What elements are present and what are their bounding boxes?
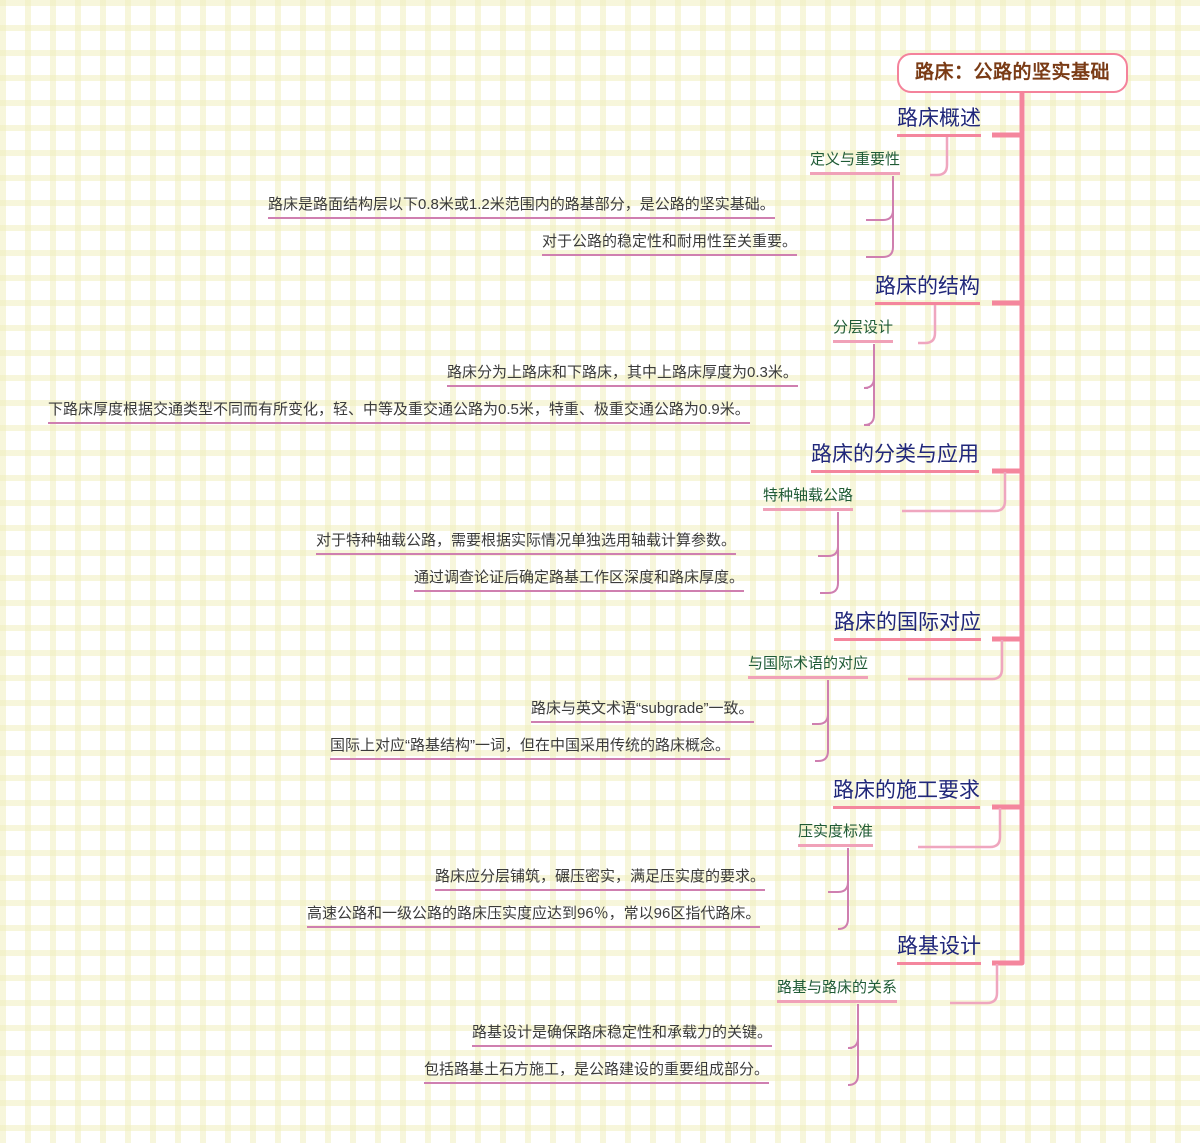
detail-node[interactable]: 路床分为上路床和下路床，其中上路床厚度为0.3米。 xyxy=(447,365,798,387)
root-node[interactable]: 路床：公路的坚实基础 xyxy=(897,53,1129,93)
link-lv2-lv3-6a xyxy=(847,1004,859,1049)
link-lv1-lv2-6 xyxy=(950,964,999,1005)
branch-node-lu-ji-she-ji[interactable]: 路基设计 xyxy=(897,936,981,965)
branch-node-lu-chuang-de-shi-gong-yao-qiu[interactable]: 路床的施工要求 xyxy=(833,780,980,809)
link-lv2-lv3-3a xyxy=(818,512,839,557)
detail-node[interactable]: 路床应分层铺筑，碾压密实，满足压实度的要求。 xyxy=(435,869,766,891)
branch-node-lu-chuang-gai-shu[interactable]: 路床概述 xyxy=(897,108,981,137)
subtopic-node-ding-yi-yu-zhong-yao-xing[interactable]: 定义与重要性 xyxy=(810,152,901,175)
detail-node[interactable]: 下路床厚度根据交通类型不同而有所变化，轻、中等及重交通公路为0.5米，特重、极重… xyxy=(48,402,750,424)
link-lv1-lv2-2 xyxy=(918,304,937,345)
detail-node[interactable]: 高速公路和一级公路的路床压实度应达到96％，常以96区指代路床。 xyxy=(307,906,761,928)
link-lv2-lv3-5b xyxy=(837,848,849,930)
link-lv1-lv2-5 xyxy=(918,808,1002,849)
branch-node-lu-chuang-de-jie-gou[interactable]: 路床的结构 xyxy=(875,276,980,305)
link-lv1-lv2-1 xyxy=(930,136,949,177)
link-lv2-lv3-4a xyxy=(812,680,829,725)
subtopic-node-lu-ji-yu-lu-chuang-de-guan-xi[interactable]: 路基与路床的关系 xyxy=(777,980,898,1003)
link-lv2-lv3-2b xyxy=(863,344,875,426)
link-lv2-lv3-2a xyxy=(863,344,875,389)
detail-node[interactable]: 路床是路面结构层以下0.8米或1.2米范围内的路基部分，是公路的坚实基础。 xyxy=(268,197,775,219)
detail-node[interactable]: 对于公路的稳定性和耐用性至关重要。 xyxy=(542,234,798,256)
link-lv2-lv3-6b xyxy=(847,1004,859,1086)
subtopic-node-ya-shi-du-biao-zhun[interactable]: 压实度标准 xyxy=(798,824,874,847)
branch-node-lu-chuang-de-guo-ji-dui-ying[interactable]: 路床的国际对应 xyxy=(834,612,981,641)
detail-node[interactable]: 国际上对应“路基结构”一词，但在中国采用传统的路床概念。 xyxy=(330,738,730,760)
detail-node[interactable]: 包括路基土石方施工，是公路建设的重要组成部分。 xyxy=(424,1062,770,1084)
subtopic-node-te-zhong-zhou-zai-gong-lu[interactable]: 特种轴载公路 xyxy=(763,488,854,511)
detail-node[interactable]: 对于特种轴载公路，需要根据实际情况单独选用轴载计算参数。 xyxy=(316,533,737,555)
subtopic-node-fen-ceng-she-ji[interactable]: 分层设计 xyxy=(833,320,894,343)
branch-node-lu-chuang-de-fen-lei-yu-ying-yong[interactable]: 路床的分类与应用 xyxy=(811,444,979,473)
detail-node[interactable]: 通过调查论证后确定路基工作区深度和路床厚度。 xyxy=(414,570,745,592)
link-lv2-lv3-1a xyxy=(866,176,894,221)
detail-node[interactable]: 路基设计是确保路床稳定性和承载力的关键。 xyxy=(472,1025,773,1047)
detail-node[interactable]: 路床与英文术语“subgrade”一致。 xyxy=(531,701,754,723)
link-lv1-lv2-3 xyxy=(902,472,1007,513)
link-lv2-lv3-4b xyxy=(815,680,829,762)
link-lv2-lv3-5a xyxy=(828,848,849,893)
link-lv1-lv2-4 xyxy=(908,640,1004,681)
subtopic-node-yu-guo-ji-shu-yu-de-dui-ying[interactable]: 与国际术语的对应 xyxy=(748,656,869,679)
link-lv2-lv3-3b xyxy=(820,512,839,594)
link-lv2-lv3-1b xyxy=(866,176,894,258)
